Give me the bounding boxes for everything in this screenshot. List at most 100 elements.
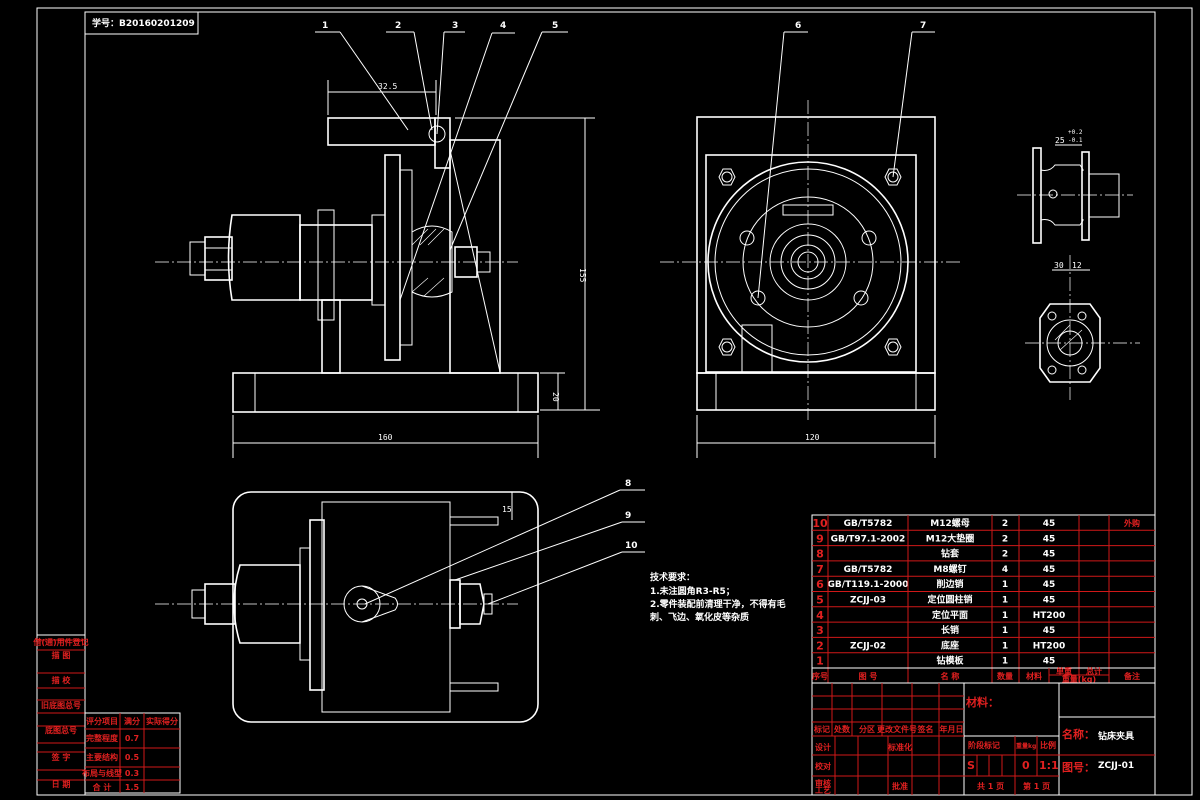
bom-material: HT200 (1033, 611, 1065, 621)
dim-front-height: 155 (578, 268, 587, 283)
detail-views: 25 +0.2 -0.1 30 12 (1017, 129, 1140, 400)
bom-item-number: 4 (816, 609, 824, 622)
bom-name: 长销 (941, 624, 959, 636)
bom-quantity: 1 (1002, 641, 1008, 651)
bom-material: 45 (1043, 596, 1056, 606)
balloon-leaders-front: 1 2 3 4 5 (315, 21, 568, 373)
role-label: 审核 (815, 778, 831, 788)
score-item: 主要结构 (86, 752, 118, 762)
dim-base-height: 20 (551, 392, 560, 402)
bom-item-number: 2 (816, 639, 824, 652)
plan-view: 15 8 9 10 (155, 479, 645, 723)
dim-detail-c: 12 (1072, 261, 1082, 270)
standardization-label: 标准化 (887, 742, 912, 752)
bom-name: 削边销 (936, 578, 963, 590)
student-id-box: 学号：B20160201209 (84, 11, 199, 35)
title-block: 标记处数分区更改文件号签名年月日设计校对审核工艺标准化批准 材料： 阶段标记 重… (811, 682, 1156, 796)
bom-row: 8 钻套 2 45 (812, 548, 1155, 562)
role-label: 工艺 (815, 785, 831, 795)
sheet-number: 第 1 页 (1023, 781, 1050, 791)
score-header: 实际得分 (146, 716, 178, 726)
drawing-no-label: 图号： (1062, 761, 1095, 774)
score-item: 完整程度 (86, 733, 119, 743)
bom-quantity: 1 (1002, 657, 1008, 667)
revision-header: 年月日 (940, 724, 964, 734)
balloon-1: 1 (322, 21, 328, 31)
material-label: 材料： (966, 695, 999, 709)
drawing-name: 钻床夹具 (1098, 730, 1134, 742)
bom-code: GB/T5782 (844, 565, 893, 575)
bom-header-remark: 备注 (1123, 671, 1140, 681)
bom-header-no: 序号 (812, 671, 828, 681)
dim-side-width: 120 (805, 433, 820, 442)
score-header: 满分 (124, 716, 140, 726)
balloon-9: 9 (625, 511, 631, 521)
score-header: 评分项目 (86, 716, 118, 726)
tech-req-item: 2.零件装配前清理干净，不得有毛 (650, 598, 786, 610)
bom-header-total-weight: 总计 (1086, 666, 1102, 676)
bom-item-number: 10 (812, 517, 828, 530)
bom-code: ZCJJ-02 (850, 641, 886, 651)
bom-material: 45 (1043, 580, 1056, 590)
bom-item-number: 8 (816, 548, 824, 561)
score-item: 合 计 (92, 782, 112, 792)
name-label: 名称： (1062, 727, 1095, 741)
balloon-8: 8 (625, 479, 631, 489)
bom-code: GB/T97.1-2002 (831, 534, 906, 544)
bom-item-number: 1 (816, 655, 824, 668)
weight-value: 0 (1022, 759, 1030, 772)
bom-name: M8螺钉 (933, 563, 966, 575)
bom-name: 钻套 (941, 548, 960, 560)
bom-name: 底座 (941, 639, 959, 651)
bom-quantity: 2 (1002, 534, 1008, 544)
left-strip-label: 旧底图总号 (41, 700, 81, 710)
weight-label: 重量kg (1016, 742, 1036, 750)
score-full: 0.3 (125, 769, 139, 778)
left-strip-label: 签 字 (51, 752, 71, 762)
bom-item-number: 9 (816, 532, 824, 545)
bom-material: 45 (1043, 565, 1056, 575)
tech-req-item: 刺、飞边、氧化皮等杂质 (649, 611, 749, 623)
revision-header: 标记 (813, 724, 830, 734)
revision-header: 签名 (917, 724, 934, 734)
dim-detail-a: 25 (1055, 136, 1065, 145)
bom-name: 定位圆柱销 (926, 594, 972, 606)
bom-material: 45 (1043, 550, 1056, 560)
score-item: 布局与线型 (81, 768, 122, 778)
bom-header-material: 材料 (1026, 671, 1042, 681)
bom-quantity: 1 (1002, 611, 1008, 621)
balloon-3: 3 (452, 21, 458, 31)
bom-code: GB/T119.1-2000 (828, 580, 909, 590)
dim-detail-tol-lower: -0.1 (1068, 137, 1083, 144)
bom-name: M12螺母 (930, 517, 969, 529)
bom-item-number: 7 (816, 563, 824, 576)
technical-requirements: 技术要求： 1.未注圆角R3-R5； 2.零件装配前清理干净，不得有毛 刺、飞边… (649, 571, 786, 623)
sheets-total: 共 1 页 (977, 781, 1004, 791)
score-full: 1.5 (125, 783, 140, 792)
left-strip-label: 描 图 (52, 650, 71, 660)
dim-bottom-offset: 15 (502, 505, 512, 514)
balloon-4: 4 (500, 21, 506, 31)
bom-header-quantity: 数量 (997, 671, 1013, 681)
tech-req-item: 1.未注圆角R3-R5； (650, 585, 735, 597)
bom-quantity: 2 (1002, 550, 1008, 560)
balloon-7: 7 (920, 21, 926, 31)
bom-quantity: 1 (1002, 580, 1008, 590)
bom-header-name: 名 称 (941, 671, 960, 681)
dim-detail-b: 30 (1054, 261, 1064, 270)
left-strip-label: 日 期 (52, 779, 71, 789)
tech-req-title: 技术要求： (650, 571, 695, 583)
drawing-number: ZCJJ-01 (1098, 761, 1134, 771)
bom-name: 定位平面 (931, 609, 968, 621)
revision-header: 更改文件号 (877, 724, 917, 734)
bom-quantity: 1 (1002, 626, 1008, 636)
approve-label: 批准 (892, 781, 908, 791)
stage-value: S (967, 759, 975, 772)
bom-item-number: 3 (816, 624, 824, 637)
